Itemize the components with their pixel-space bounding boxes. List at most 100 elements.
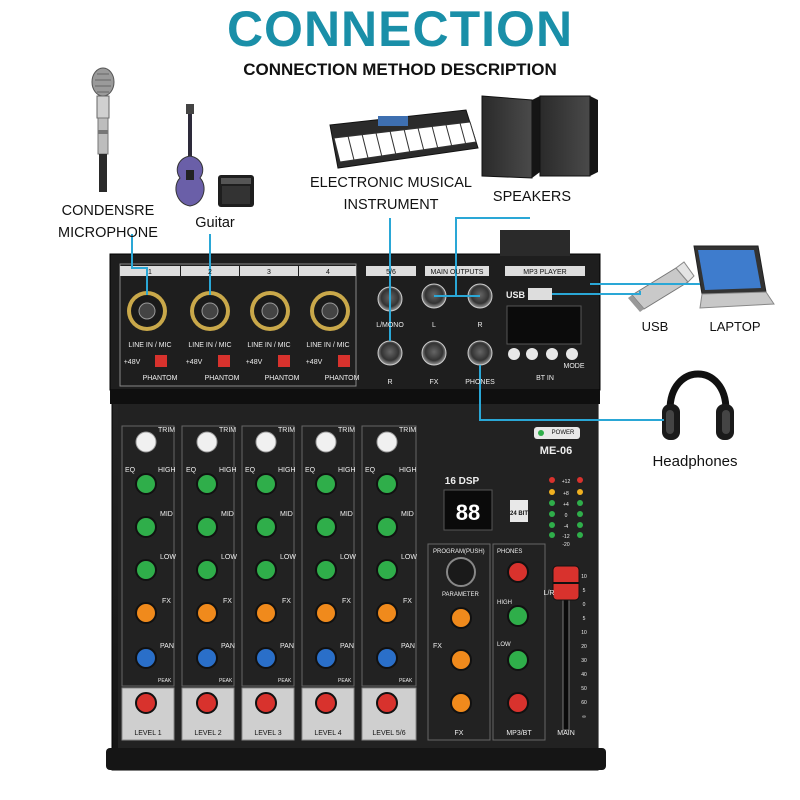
- eq-low-knob-1[interactable]: [135, 559, 157, 581]
- eq-low-knob-2[interactable]: [196, 559, 218, 581]
- channel-number-2: 2: [208, 269, 212, 276]
- master-high-knob[interactable]: [507, 605, 529, 627]
- eq-mid-knob-2[interactable]: [196, 516, 218, 538]
- level-knob-4[interactable]: [315, 692, 337, 714]
- level-knob-2[interactable]: [196, 692, 218, 714]
- pan-knob-3[interactable]: [255, 647, 277, 669]
- eq-low-knob-3[interactable]: [255, 559, 277, 581]
- pan-knob-4[interactable]: [315, 647, 337, 669]
- phantom-voltage-4: +48V: [306, 359, 323, 366]
- mp3-prev-button[interactable]: [526, 348, 538, 360]
- fx-jack[interactable]: [421, 340, 447, 366]
- fx-knob-1[interactable]: [135, 602, 157, 624]
- pan-label-2: PAN: [221, 643, 235, 650]
- fx-send-knob[interactable]: [450, 692, 472, 714]
- eq-high-knob-4[interactable]: [315, 473, 337, 495]
- input-label-2: LINE IN / MIC: [188, 342, 231, 349]
- level-knob-1[interactable]: [135, 692, 157, 714]
- eq-mid-knob-1[interactable]: [135, 516, 157, 538]
- meter-value-3: 0: [565, 513, 568, 519]
- stereo-jack-r[interactable]: [377, 340, 403, 366]
- fx-knob-label-4: FX: [342, 598, 351, 605]
- input-jack-4[interactable]: [310, 291, 350, 331]
- guitar-label: Guitar: [195, 215, 235, 231]
- trim-knob-5[interactable]: [376, 431, 398, 453]
- level-knob-3[interactable]: [255, 692, 277, 714]
- eq-low-label-1: LOW: [160, 554, 176, 561]
- fx-level-knob[interactable]: [450, 649, 472, 671]
- trim-knob-3[interactable]: [255, 431, 277, 453]
- eq-high-knob-2[interactable]: [196, 473, 218, 495]
- eq-low-label-2: LOW: [221, 554, 237, 561]
- usb-connection-line: [552, 291, 641, 295]
- eq-low-label-5: LOW: [401, 554, 417, 561]
- trim-knob-2[interactable]: [196, 431, 218, 453]
- eq-high-knob-5[interactable]: [376, 473, 398, 495]
- eq-mid-knob-3[interactable]: [255, 516, 277, 538]
- mp3-mode-button[interactable]: [566, 348, 578, 360]
- bit-label: 24 BIT: [510, 511, 528, 517]
- meter-value-1: +8: [563, 491, 569, 497]
- phones-jack[interactable]: [467, 340, 493, 366]
- eq-low-knob-4[interactable]: [315, 559, 337, 581]
- eq-high-label-1: HIGH: [158, 467, 176, 474]
- eq-mid-knob-4[interactable]: [315, 516, 337, 538]
- level-label-2: LEVEL 2: [194, 730, 221, 737]
- fader-scale-8: 50: [581, 686, 587, 692]
- laptop-label: LAPTOP: [709, 319, 761, 334]
- input-jack-3[interactable]: [250, 291, 290, 331]
- phantom-button-1[interactable]: [155, 355, 167, 367]
- fx-parameter-knob[interactable]: [450, 607, 472, 629]
- master-low-knob[interactable]: [507, 649, 529, 671]
- fx-knob-3[interactable]: [255, 602, 277, 624]
- microphone-label: CONDENSRE MICROPHONE: [46, 200, 170, 244]
- fx-knob-4[interactable]: [315, 602, 337, 624]
- phantom-voltage-1: +48V: [124, 359, 141, 366]
- input-jack-2[interactable]: [190, 291, 230, 331]
- phones-level-knob[interactable]: [507, 561, 529, 583]
- eq-high-label-5: HIGH: [399, 467, 417, 474]
- fx-knob-2[interactable]: [196, 602, 218, 624]
- mp3-next-button[interactable]: [546, 348, 558, 360]
- speaker-icon: [481, 95, 598, 179]
- meter-value-6: -20: [562, 542, 569, 548]
- channel-number-5-6: 5/6: [386, 269, 396, 276]
- eq-label-1: EQ: [125, 467, 136, 474]
- phantom-button-3[interactable]: [278, 355, 290, 367]
- eq-mid-knob-5[interactable]: [376, 516, 398, 538]
- program-encoder[interactable]: [446, 557, 476, 587]
- pan-knob-1[interactable]: [135, 647, 157, 669]
- pan-label-3: PAN: [280, 643, 294, 650]
- phantom-label-2: PHANTOM: [205, 375, 240, 382]
- connection-lines: [131, 217, 700, 421]
- trim-knob-1[interactable]: [135, 431, 157, 453]
- level-knob-5[interactable]: [376, 692, 398, 714]
- master-low-label: LOW: [497, 642, 511, 648]
- power-indicator: [534, 427, 580, 439]
- eq-high-knob-1[interactable]: [135, 473, 157, 495]
- keyboard-label-line2: INSTRUMENT: [343, 197, 439, 213]
- eq-high-knob-3[interactable]: [255, 473, 277, 495]
- stereo-label-r: R: [387, 379, 392, 386]
- phantom-button-2[interactable]: [218, 355, 230, 367]
- mp3-play-button[interactable]: [508, 348, 520, 360]
- keyboard-icon: [329, 109, 479, 169]
- phantom-button-4[interactable]: [338, 355, 350, 367]
- program-label: PROGRAM(PUSH): [433, 549, 485, 555]
- fx-knob-5[interactable]: [376, 602, 398, 624]
- usb-port[interactable]: [528, 288, 552, 300]
- mp3-bt-level-knob[interactable]: [507, 692, 529, 714]
- trim-knob-4[interactable]: [315, 431, 337, 453]
- phones-section-label: PHONES: [497, 549, 522, 555]
- mp3-player-label: MP3 PLAYER: [523, 269, 566, 276]
- pan-knob-2[interactable]: [196, 647, 218, 669]
- eq-low-knob-5[interactable]: [376, 559, 398, 581]
- dsp-label: 16 DSP: [445, 476, 480, 487]
- input-jack-1[interactable]: [127, 291, 167, 331]
- pan-knob-5[interactable]: [376, 647, 398, 669]
- level-label-1: LEVEL 1: [134, 730, 161, 737]
- eq-mid-label-1: MID: [160, 511, 173, 518]
- guitar-icon: [175, 104, 205, 207]
- usb-drive-icon: [628, 261, 695, 312]
- phantom-buttons: [155, 355, 350, 367]
